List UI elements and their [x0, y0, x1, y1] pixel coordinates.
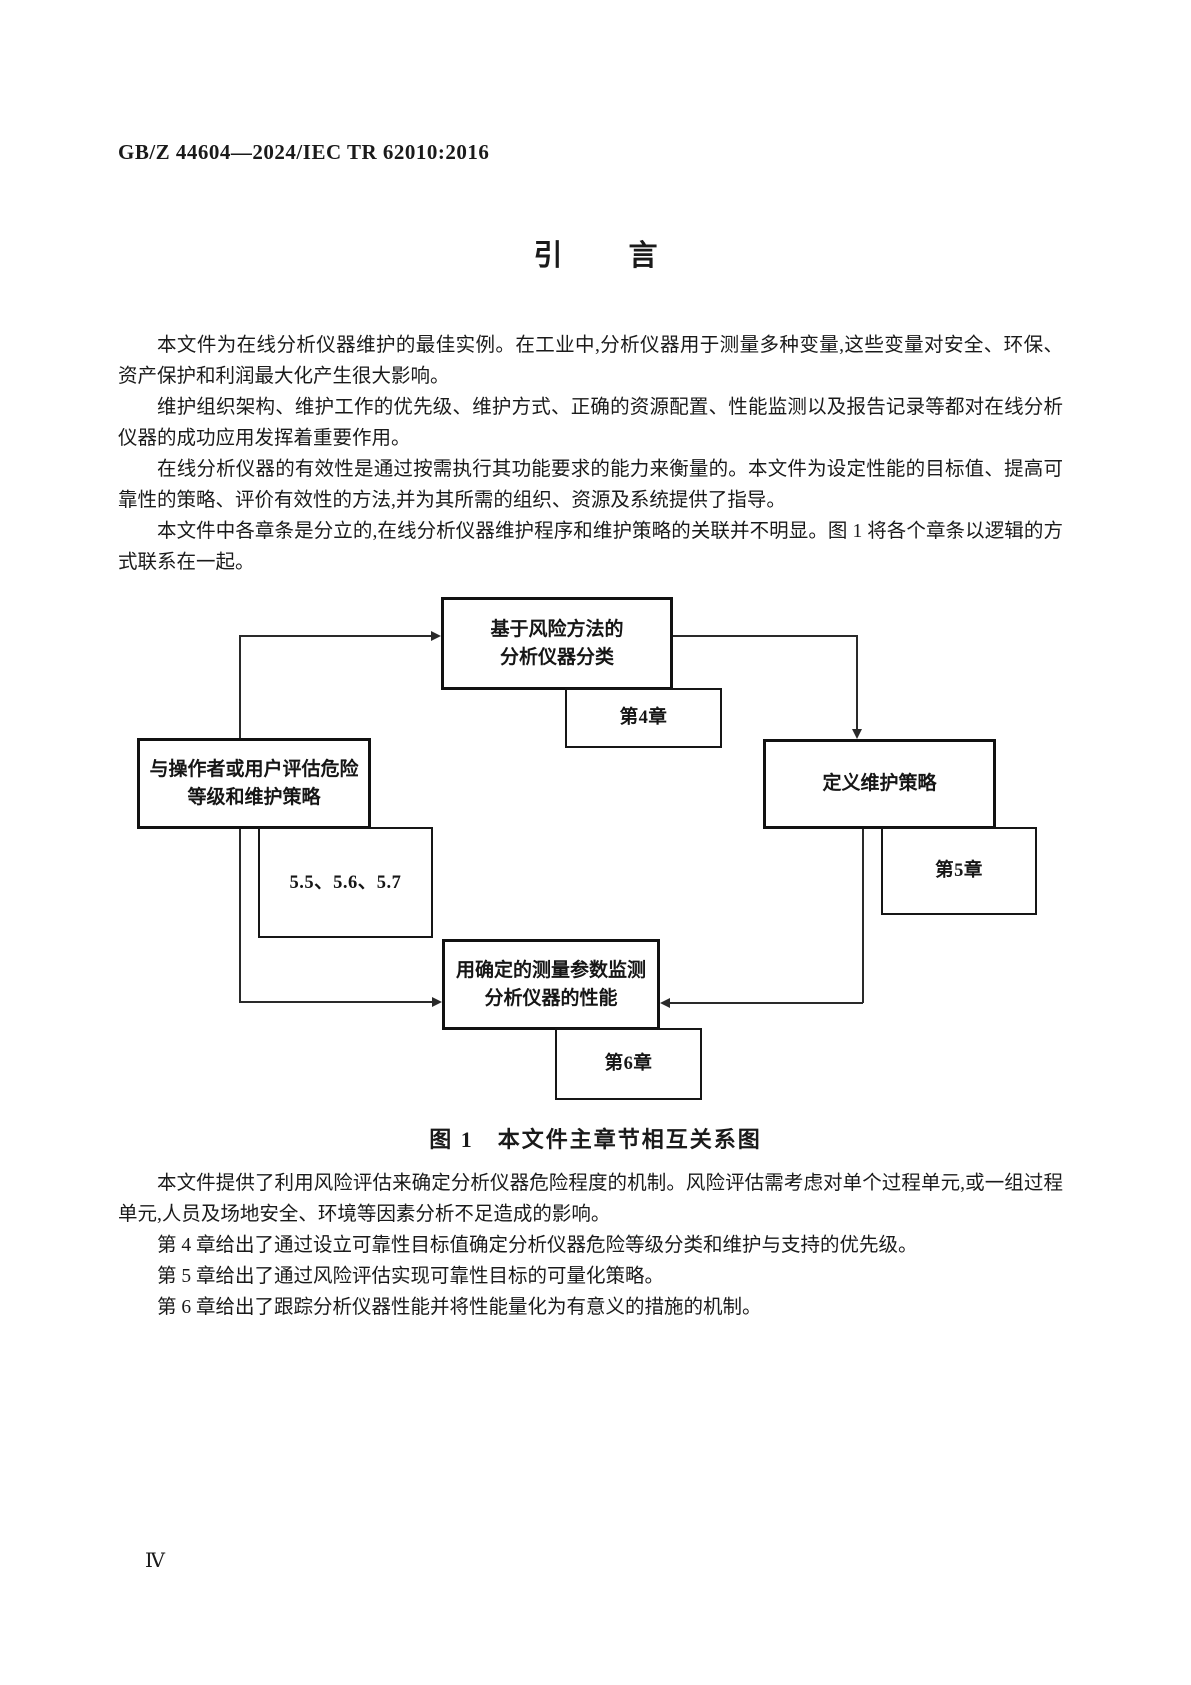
arrowhead-into-monitor-left-icon	[432, 997, 442, 1007]
paragraph: 本文件为在线分析仪器维护的最佳实例。在工业中,分析仪器用于测量多种变量,这些变量…	[118, 335, 1063, 387]
connector-assess-to-monitor-horizontal	[239, 1001, 433, 1003]
node-subclauses-5-5-5-6-5-7-label: 5.5、5.6、5.7	[258, 827, 433, 938]
connector-assess-to-classify-horizontal	[239, 635, 433, 637]
title-char-second: 言	[628, 240, 658, 272]
paragraph: 第 5 章给出了通过风险评估实现可靠性目标的可量化策略。	[157, 1266, 665, 1287]
arrowhead-into-monitor-right-icon	[660, 998, 670, 1008]
node-assess-with-operator-user: 与操作者或用户评估危险 等级和维护策略	[137, 738, 371, 829]
arrowhead-into-classify-icon	[431, 631, 441, 641]
paragraph: 维护组织架构、维护工作的优先级、维护方式、正确的资源配置、性能监测以及报告记录等…	[118, 397, 1063, 449]
page-title: 引 言	[0, 241, 1191, 271]
paragraph: 本文件中各章条是分立的,在线分析仪器维护程序和维护策略的关联并不明显。图 1 将…	[118, 521, 1063, 573]
node-monitor-performance: 用确定的测量参数监测 分析仪器的性能	[442, 939, 660, 1030]
standard-number: GB/Z 44604—2024/IEC TR 62010:2016	[118, 140, 490, 164]
figure-caption: 图 1 本文件主章节相互关系图	[429, 1127, 762, 1152]
paragraph: 在线分析仪器的有效性是通过按需执行其功能要求的能力来衡量的。本文件为设定性能的目…	[118, 459, 1063, 511]
node-clause-5-label: 第5章	[881, 827, 1037, 915]
node-risk-based-classification: 基于风险方法的 分析仪器分类	[441, 597, 673, 690]
connector-assess-to-classify-vertical	[239, 635, 241, 738]
closing-text: 本文件提供了利用风险评估来确定分析仪器危险程度的机制。风险评估需考虑对单个过程单…	[118, 1168, 1063, 1323]
connector-define-to-monitor-horizontal	[669, 1002, 863, 1004]
connector-assess-to-monitor-vertical	[239, 829, 241, 1002]
intro-text: 本文件为在线分析仪器维护的最佳实例。在工业中,分析仪器用于测量多种变量,这些变量…	[118, 330, 1063, 578]
paragraph: 本文件提供了利用风险评估来确定分析仪器危险程度的机制。风险评估需考虑对单个过程单…	[118, 1173, 1063, 1225]
arrowhead-into-define-icon	[852, 729, 862, 739]
node-clause-6-label: 第6章	[555, 1028, 702, 1100]
title-char-first: 引	[533, 240, 563, 272]
connector-define-to-monitor-vertical	[862, 829, 864, 1003]
node-clause-4-label: 第4章	[565, 688, 722, 748]
connector-classify-to-define-vertical	[856, 635, 858, 730]
node-define-maintenance-strategy: 定义维护策略	[763, 739, 996, 829]
page-number: Ⅳ	[145, 1550, 165, 1572]
paragraph: 第 6 章给出了跟踪分析仪器性能并将性能量化为有意义的措施的机制。	[157, 1297, 762, 1318]
connector-classify-to-define-horizontal	[673, 635, 857, 637]
paragraph: 第 4 章给出了通过设立可靠性目标值确定分析仪器危险等级分类和维护与支持的优先级…	[157, 1235, 918, 1256]
